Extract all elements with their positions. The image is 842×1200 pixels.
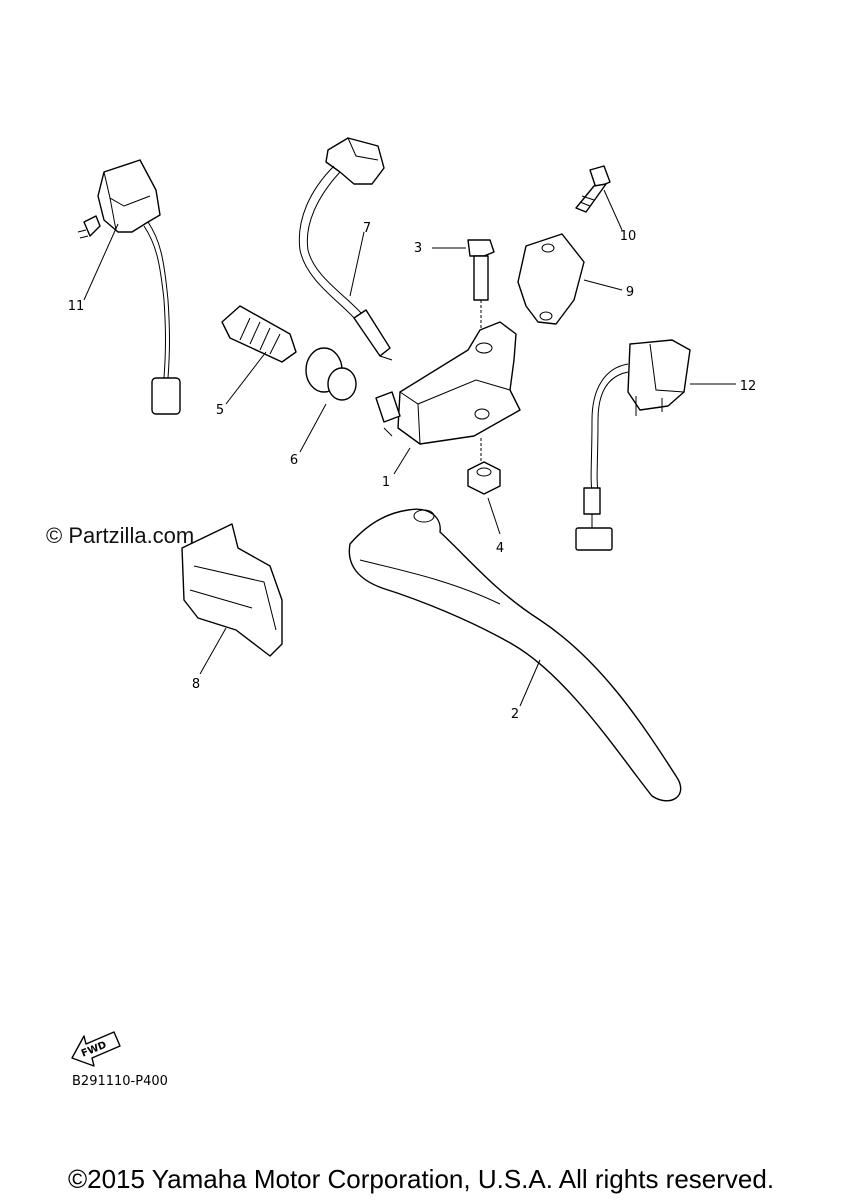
- fwd-arrow-icon: FWD: [71, 1031, 121, 1067]
- callout-7: 7: [363, 221, 371, 236]
- callout-3: 3: [414, 241, 422, 256]
- callout-8: 8: [192, 677, 200, 692]
- callout-5: 5: [216, 403, 224, 418]
- part-5-adjuster: [221, 305, 297, 363]
- callout-11: 11: [68, 299, 85, 314]
- part-3-bolt: [467, 239, 495, 388]
- part-12-switch: [575, 339, 691, 551]
- callout-4: 4: [496, 541, 504, 556]
- part-10-bolt: [575, 165, 611, 213]
- callout-10: 10: [620, 229, 637, 244]
- callout-1: 1: [382, 475, 390, 490]
- callout-12: 12: [740, 379, 757, 394]
- diagram-code: B291110-P400: [72, 1074, 168, 1089]
- part-7-cable-switch: [298, 137, 393, 361]
- part-8-cover: [181, 523, 283, 657]
- part-11-switch: [77, 159, 181, 415]
- callout-6: 6: [290, 453, 298, 468]
- part-4-nut: [467, 438, 501, 495]
- part-9-clamp: [517, 233, 585, 325]
- part-2-lever: [348, 508, 682, 802]
- callout-9: 9: [626, 285, 634, 300]
- part-1-holder: [375, 321, 521, 445]
- copyright-notice: ©2015 Yamaha Motor Corporation, U.S.A. A…: [67, 1164, 775, 1194]
- part-6-locknut: [305, 347, 357, 401]
- watermark: © Partzilla.com: [46, 523, 195, 548]
- callout-2: 2: [511, 707, 519, 722]
